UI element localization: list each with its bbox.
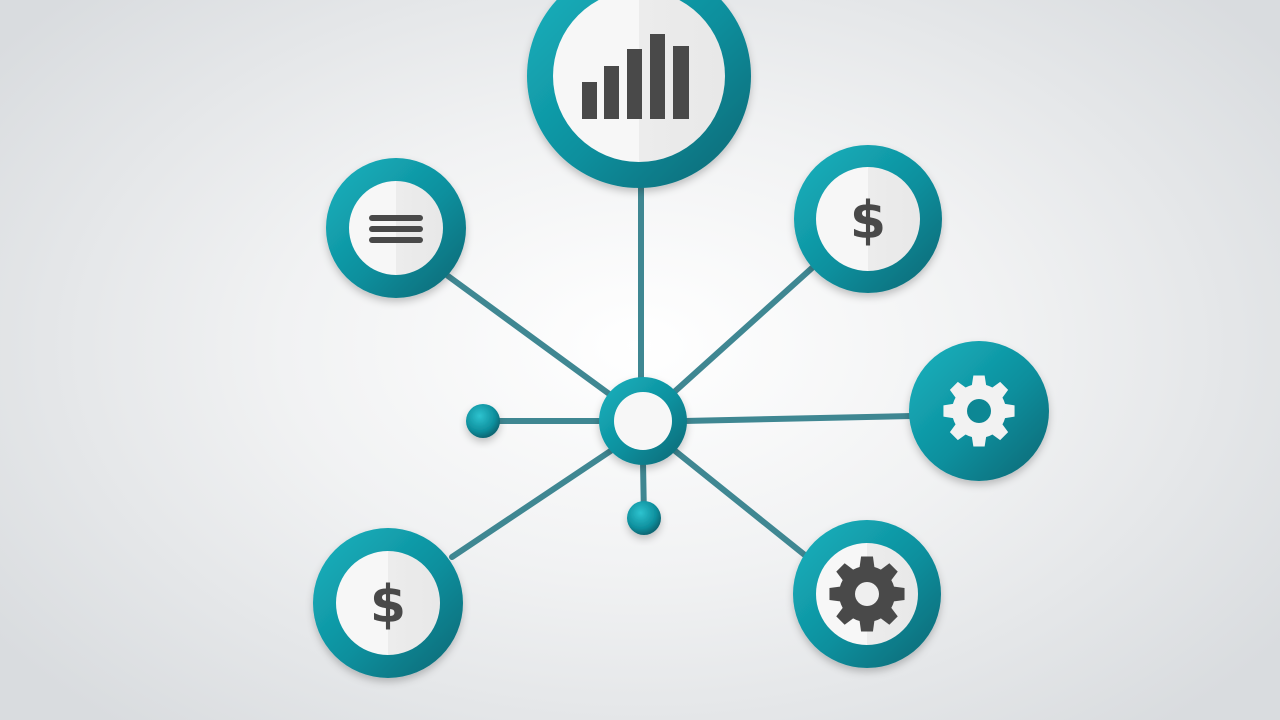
- bar-chart-node: [527, 0, 751, 188]
- list-node: [326, 158, 466, 298]
- connector-list: [445, 273, 615, 399]
- gear-hole: [967, 399, 991, 423]
- gear-node-right: [909, 341, 1049, 481]
- svg-text:$: $: [370, 575, 406, 635]
- dollar-icon: $: [370, 575, 406, 635]
- connector-gear-bottom-right: [671, 447, 809, 559]
- bar-chart-icon: [582, 34, 689, 119]
- connector-gear-right: [681, 413, 915, 424]
- dollar-node-bottom-left: $: [313, 528, 463, 678]
- gear-node-bottom-right: [793, 520, 941, 668]
- connector-dollar-top-right: [669, 265, 815, 397]
- gear-hole: [855, 582, 879, 606]
- gear-icon: [943, 375, 1015, 447]
- dollar-node-top-right: $: [794, 145, 942, 293]
- list-icon: [369, 215, 423, 243]
- svg-text:$: $: [850, 191, 886, 251]
- endpoint-dot-bottom: [627, 501, 661, 535]
- dollar-icon: $: [850, 191, 886, 251]
- hub-node: [599, 377, 687, 465]
- connector-lines: [445, 182, 915, 560]
- connector-dollar-bottom-left: [449, 447, 615, 560]
- endpoint-dot-left: [466, 404, 500, 438]
- gear-icon: [829, 556, 905, 632]
